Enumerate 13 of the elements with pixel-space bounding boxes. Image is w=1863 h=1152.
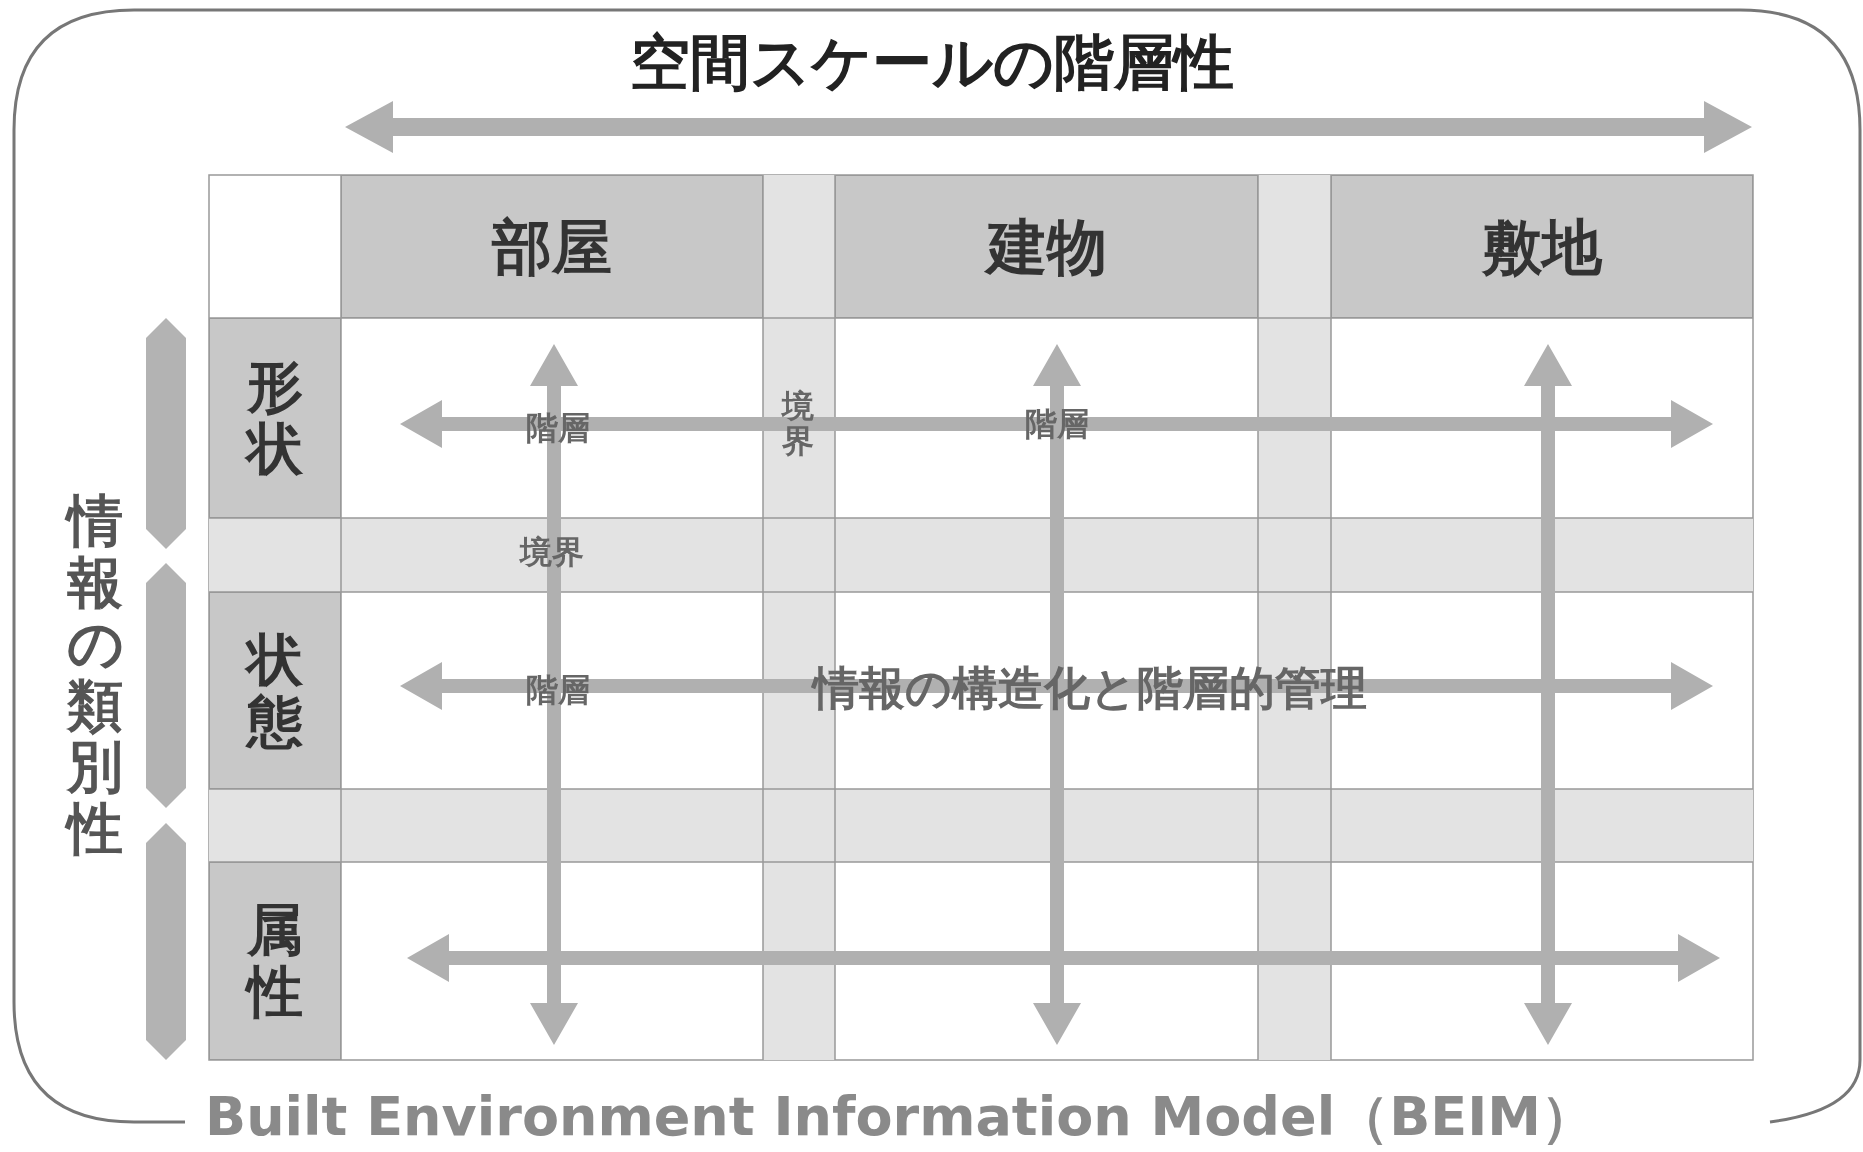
category-bar	[146, 318, 186, 549]
category-bar	[146, 823, 186, 1060]
row-header: 形状	[209, 318, 341, 518]
column-header: 敷地	[1331, 175, 1753, 318]
category-bar	[146, 563, 186, 808]
title: 空間スケールの階層性	[628, 32, 1235, 92]
column-header: 建物	[835, 175, 1258, 318]
row-header: 状態	[209, 592, 341, 789]
row-header: 属性	[209, 862, 341, 1060]
caption: Built Environment Information Model（BEIM）	[205, 1090, 1596, 1144]
column-header: 部屋	[341, 175, 763, 318]
annotation-label: 境界	[782, 388, 814, 460]
annotation-label: 境界	[520, 536, 584, 568]
